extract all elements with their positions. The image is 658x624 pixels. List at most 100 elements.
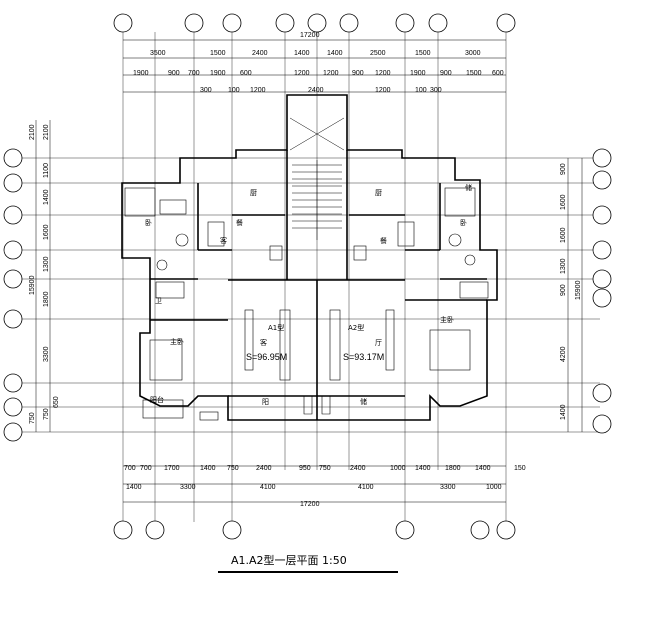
room-label: 厨 xyxy=(250,189,257,197)
right-dim: 15900 xyxy=(575,280,582,300)
top-dim: 700 xyxy=(188,70,200,77)
bottom-dim: 950 xyxy=(299,465,311,472)
bottom-dim: 700 xyxy=(124,465,136,472)
bottom-dim: 4100 xyxy=(358,484,374,491)
right-dim: 1600 xyxy=(560,227,567,243)
top-dim: 900 xyxy=(440,70,452,77)
top-dim: 1200 xyxy=(294,70,310,77)
left-dim: 2100 xyxy=(43,124,50,140)
left-dim: 1800 xyxy=(43,291,50,307)
walls xyxy=(121,94,498,421)
axis-bubbles-right xyxy=(592,148,612,434)
bottom-dim: 2400 xyxy=(350,465,366,472)
room-label: 储 xyxy=(360,397,367,406)
room-label: 餐 xyxy=(236,218,243,227)
bottom-dim: 1400 xyxy=(126,484,142,491)
bottom-dim: 4100 xyxy=(260,484,276,491)
top-total-dim: 17200 xyxy=(300,32,320,39)
right-dim: 900 xyxy=(560,284,567,296)
top-dim: 1200 xyxy=(250,87,266,94)
right-dim: 900 xyxy=(560,163,567,175)
right-dim: 4200 xyxy=(560,346,567,362)
top-dim: 1900 xyxy=(210,70,226,77)
dim-lines-top xyxy=(123,39,506,93)
left-dim: 750 xyxy=(29,412,36,424)
top-dim: 1400 xyxy=(294,50,310,57)
bottom-dim: 1000 xyxy=(486,484,502,491)
top-dim: 1900 xyxy=(410,70,426,77)
top-dim: 1900 xyxy=(133,70,149,77)
top-dim: 300 xyxy=(430,87,442,94)
top-dim: 100 xyxy=(415,87,427,94)
room-label: 厅 xyxy=(375,339,382,347)
room-label: 主卧 xyxy=(170,337,184,346)
top-dim: 900 xyxy=(352,70,364,77)
room-label: 主卧 xyxy=(440,315,454,324)
left-dim: 2100 xyxy=(29,124,36,140)
bottom-dim: 1400 xyxy=(415,465,431,472)
room-labels: A1型 S=96.95M A2型 S=93.17M 卧 厨 餐 客 阳 厅 储 … xyxy=(145,183,472,406)
top-dim: 2400 xyxy=(308,87,324,94)
room-label: 客 xyxy=(220,236,227,245)
bottom-dim: 750 xyxy=(227,465,239,472)
top-dim: 1500 xyxy=(210,50,226,57)
right-dim: 1300 xyxy=(560,258,567,274)
room-label: 阳台 xyxy=(150,395,164,404)
unit-a2-label: A2型 xyxy=(348,323,364,332)
left-dim: 3300 xyxy=(43,346,50,362)
axis-bubbles-bottom xyxy=(113,520,516,540)
room-label: 餐 xyxy=(380,236,387,245)
top-dim: 1500 xyxy=(466,70,482,77)
bottom-dim: 150 xyxy=(514,465,526,472)
top-dim: 2400 xyxy=(252,50,268,57)
dim-text-left: 2100 15900 750 2100 1100 1400 1600 1300 … xyxy=(29,124,60,424)
stair xyxy=(289,117,345,240)
bottom-dim: 2400 xyxy=(256,465,272,472)
unit-a1-area: S=96.95M xyxy=(246,352,287,362)
right-dim: 1600 xyxy=(560,194,567,210)
left-dim: 750 xyxy=(43,408,50,420)
left-dim: 650 xyxy=(53,396,60,408)
left-dim: 1100 xyxy=(43,163,50,178)
top-dim: 2500 xyxy=(370,50,386,57)
title-underline xyxy=(218,571,398,573)
top-dim: 3500 xyxy=(150,50,166,57)
bottom-total-dim: 17200 xyxy=(300,501,320,508)
furniture xyxy=(124,187,489,421)
plan-title: A1.A2型一层平面 1:50 xyxy=(231,554,347,567)
room-label: 厨 xyxy=(375,189,382,197)
room-label: 卧 xyxy=(145,219,152,227)
left-dim: 1300 xyxy=(43,256,50,272)
left-dim: 15900 xyxy=(29,275,36,295)
grid-lines xyxy=(14,32,600,522)
top-dim: 900 xyxy=(168,70,180,77)
top-dim: 600 xyxy=(492,70,504,77)
top-dim: 1200 xyxy=(375,87,391,94)
bottom-dim: 3300 xyxy=(440,484,456,491)
left-dim: 1600 xyxy=(43,224,50,240)
room-label: 卫 xyxy=(155,297,162,305)
right-dim: 1400 xyxy=(560,404,567,420)
axis-bubbles-left xyxy=(3,148,23,442)
bottom-dim: 1000 xyxy=(390,465,406,472)
dim-lines-bottom xyxy=(123,465,506,503)
bottom-dim: 3300 xyxy=(180,484,196,491)
dim-text-right: 900 1600 1600 1300 900 4200 1400 15900 xyxy=(560,163,582,420)
bottom-dim: 1400 xyxy=(475,465,491,472)
dim-text-top: 17200 3500 1500 2400 1400 1400 2500 1500… xyxy=(133,32,504,94)
bottom-dim: 1700 xyxy=(164,465,180,472)
room-label: 卧 xyxy=(460,219,467,227)
axis-bubbles-top xyxy=(113,13,516,33)
top-dim: 3000 xyxy=(465,50,481,57)
room-label: 阳 xyxy=(262,397,269,406)
top-dim: 1500 xyxy=(415,50,431,57)
room-label: 储 xyxy=(465,183,472,192)
unit-a1-label: A1型 xyxy=(268,323,284,332)
room-label: 客 xyxy=(260,338,267,347)
dim-lines-left xyxy=(35,120,51,432)
bottom-dim: 1400 xyxy=(200,465,216,472)
top-dim: 600 xyxy=(240,70,252,77)
left-dim: 1400 xyxy=(43,189,50,205)
top-dim: 100 xyxy=(228,87,240,94)
